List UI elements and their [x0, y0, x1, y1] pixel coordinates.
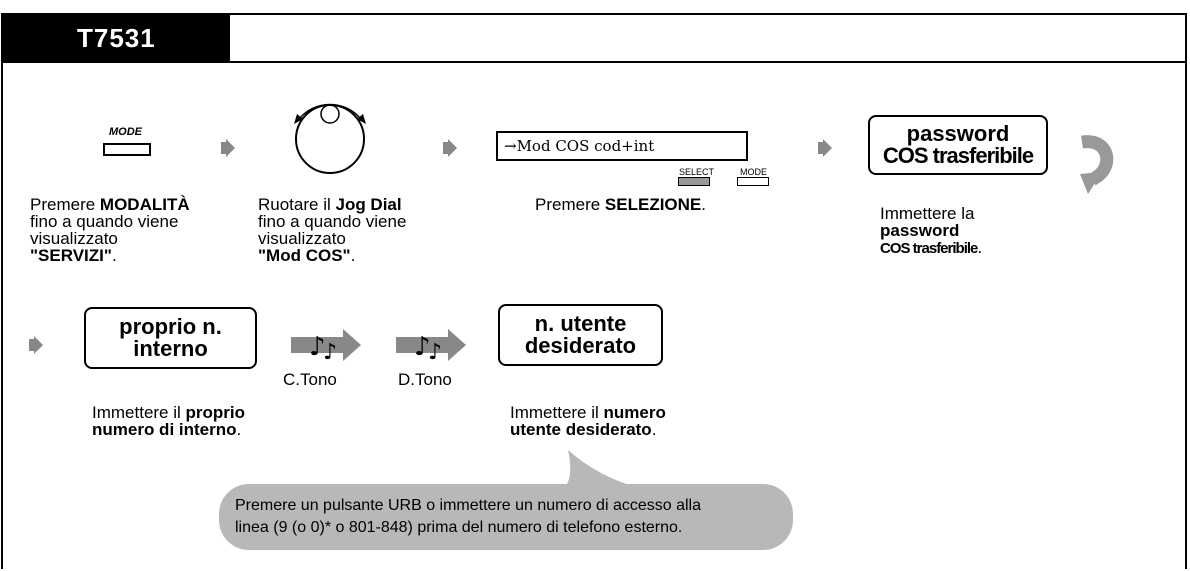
mode-small-key-icon	[737, 177, 769, 186]
step-select-description: Premere SELEZIONE.	[535, 195, 707, 214]
select-key-icon	[678, 177, 710, 186]
flow-arrow-icon	[443, 139, 461, 157]
svg-text:♪: ♪	[414, 332, 431, 362]
select-key-label: SELECT	[679, 167, 715, 177]
d-tone-label: D.Tono	[398, 370, 452, 389]
step-mode-description: Premere MODALITÀ fino a quando viene vis…	[30, 195, 190, 265]
note-callout: Premere un pulsante URB o immettere un n…	[219, 484, 793, 550]
mode-small-key-label: MODE	[740, 167, 767, 177]
model-title: T7531	[3, 15, 230, 61]
continue-arrow-icon	[1080, 135, 1114, 194]
diagram-frame	[1, 13, 1187, 569]
header-rule	[3, 61, 1187, 63]
svg-text:♪: ♪	[323, 340, 337, 365]
extension-input-box: proprio n. interno	[84, 307, 257, 369]
c-tone-label: C.Tono	[283, 370, 337, 389]
user-number-input-box: n. utente desiderato	[498, 304, 663, 366]
password-input-box: password COS trasferibile	[868, 115, 1048, 175]
flow-arrow-icon	[221, 139, 239, 157]
note-callout-pointer	[564, 450, 640, 488]
step-password-description: Immettere la password COS trasferibile.	[880, 204, 983, 257]
svg-text:♪: ♪	[428, 340, 442, 365]
jog-dial-icon	[294, 103, 366, 174]
d-tone-icon: ♪ ♪	[396, 329, 466, 365]
flow-arrow-icon	[29, 336, 47, 354]
mode-key-label: MODE	[109, 126, 142, 138]
c-tone-icon: ♪ ♪	[291, 329, 361, 365]
lcd-display: →Mod COS cod+int	[496, 131, 748, 161]
svg-text:♪: ♪	[309, 332, 326, 362]
step-extension-description: Immettere il proprio numero di interno.	[92, 403, 246, 439]
mode-key-icon: MODE	[100, 126, 156, 158]
step-jog-description: Ruotare il Jog Dial fino a quando viene …	[258, 195, 407, 265]
step-user-description: Immettere il numero utente desiderato.	[510, 403, 666, 439]
flow-arrow-icon	[818, 139, 836, 157]
